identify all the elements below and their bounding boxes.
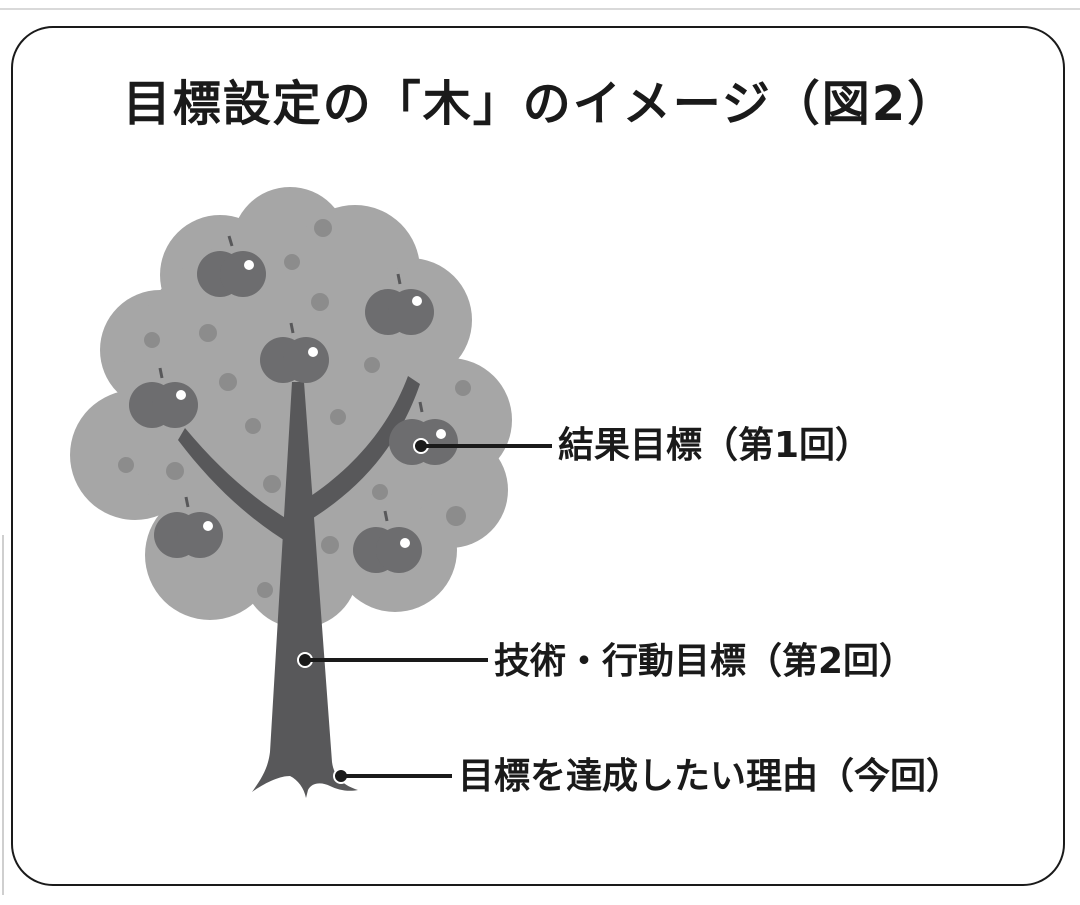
label-skill-action-goal: 技術・行動目標（第2回） <box>494 641 916 682</box>
leader-line-result <box>413 438 552 454</box>
label-result-goal: 結果目標（第1回） <box>558 425 872 466</box>
tree-branches <box>178 376 420 545</box>
apple-icon <box>154 496 223 558</box>
apple-icon <box>365 273 434 335</box>
apple-icon <box>129 367 198 428</box>
left-divider <box>2 535 4 895</box>
tree-trunk <box>252 382 358 798</box>
figure-title: 目標設定の「木」のイメージ（図2） <box>122 76 958 132</box>
label-reason-goal: 目標を達成したい理由（今回） <box>458 756 963 797</box>
apples <box>129 235 458 573</box>
top-divider <box>0 8 1080 10</box>
canopy-dots <box>118 219 471 598</box>
leader-line-reason <box>333 768 452 784</box>
apple-icon <box>197 235 266 297</box>
apple-icon <box>353 510 422 573</box>
apple-icon <box>260 322 329 383</box>
tree-icon <box>70 187 512 798</box>
leader-line-skill <box>297 652 488 668</box>
